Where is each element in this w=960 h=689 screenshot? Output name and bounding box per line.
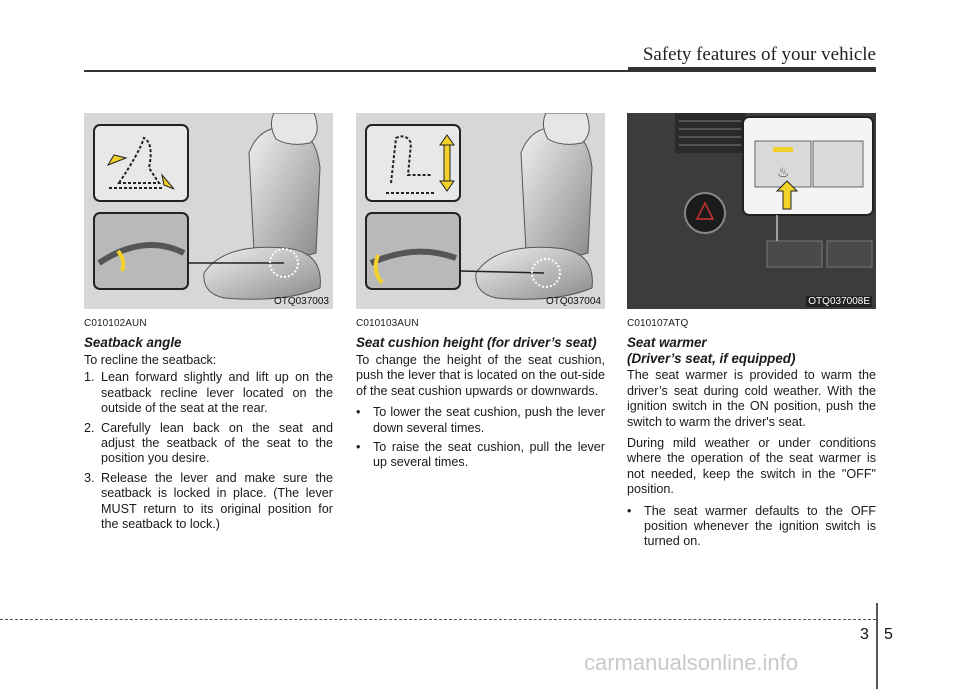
header-title: Safety features of your vehicle (642, 44, 876, 65)
list-marker: • (356, 439, 361, 454)
list-item: 1. Lean forward slightly and lift up on … (84, 370, 333, 416)
list-marker: • (627, 503, 632, 518)
page-number-separator (876, 603, 878, 689)
list-text: Release the lever and make sure the seat… (101, 470, 333, 531)
footer-rule (0, 619, 876, 620)
list-item: • To raise the seat cushion, pull the le… (356, 440, 605, 471)
header-rule (84, 70, 876, 72)
list-item: • To lower the seat cushion, push the le… (356, 405, 605, 436)
list-marker: 1. (84, 370, 95, 385)
seat-warmer-switch-illustration: ♨ (627, 113, 876, 309)
chapter-number: 3 (860, 626, 869, 643)
header-rule-accent (628, 67, 876, 72)
seatback-recline-illustration (84, 113, 333, 309)
svg-text:♨: ♨ (777, 165, 790, 181)
section-code: C010107ATQ (627, 318, 689, 329)
list-marker: • (356, 405, 361, 420)
list-text: To raise the seat cushion, pull the leve… (373, 439, 605, 470)
section-heading: Seatback angle (84, 335, 182, 351)
section-code: C010102AUN (84, 318, 147, 329)
column-seat-warmer: C010107ATQ Seat warmer (Driver’s seat, i… (627, 316, 876, 554)
section-intro: To change the height of the seat cushion… (356, 352, 605, 398)
figure-seatback-angle: OTQ037003 (84, 113, 333, 309)
list-item: 3. Release the lever and make sure the s… (84, 471, 333, 533)
figure-code: OTQ037003 (273, 296, 329, 307)
section-paragraph: The seat warmer is provided to warm the … (627, 368, 876, 429)
page-number: 5 (884, 626, 893, 643)
figure-code: OTQ037004 (545, 296, 601, 307)
seat-height-illustration (356, 113, 605, 309)
section-intro: To recline the seatback: (84, 352, 217, 367)
list-marker: 3. (84, 470, 95, 485)
figure-code: OTQ037008E (806, 296, 872, 307)
list-item: • The seat warmer defaults to the OFF po… (627, 504, 876, 550)
list-item: 2. Carefully lean back on the seat and a… (84, 421, 333, 467)
list-text: To lower the seat cushion, push the leve… (373, 405, 605, 435)
section-code: C010103AUN (356, 318, 419, 329)
list-marker: 2. (84, 420, 95, 435)
list-text: Carefully lean back on the seat and adju… (101, 420, 333, 466)
column-seatback-angle: C010102AUN Seatback angle To recline the… (84, 316, 333, 536)
section-heading: Seat cushion height (for driver’s seat) (356, 335, 597, 351)
list-text: The seat warmer defaults to the OFF posi… (644, 503, 876, 549)
watermark: carmanualsonline.info (584, 650, 799, 675)
list-text: Lean forward slightly and lift up on the… (101, 370, 333, 416)
section-heading: Seat warmer (627, 335, 707, 351)
section-paragraph: During mild weather or under conditions … (627, 436, 876, 497)
column-seat-cushion-height: C010103AUN Seat cushion height (for driv… (356, 316, 605, 475)
section-subheading: (Driver’s seat, if equipped) (627, 350, 796, 366)
figure-seat-cushion-height: OTQ037004 (356, 113, 605, 309)
figure-seat-warmer: ♨ OTQ037008E (627, 113, 876, 309)
